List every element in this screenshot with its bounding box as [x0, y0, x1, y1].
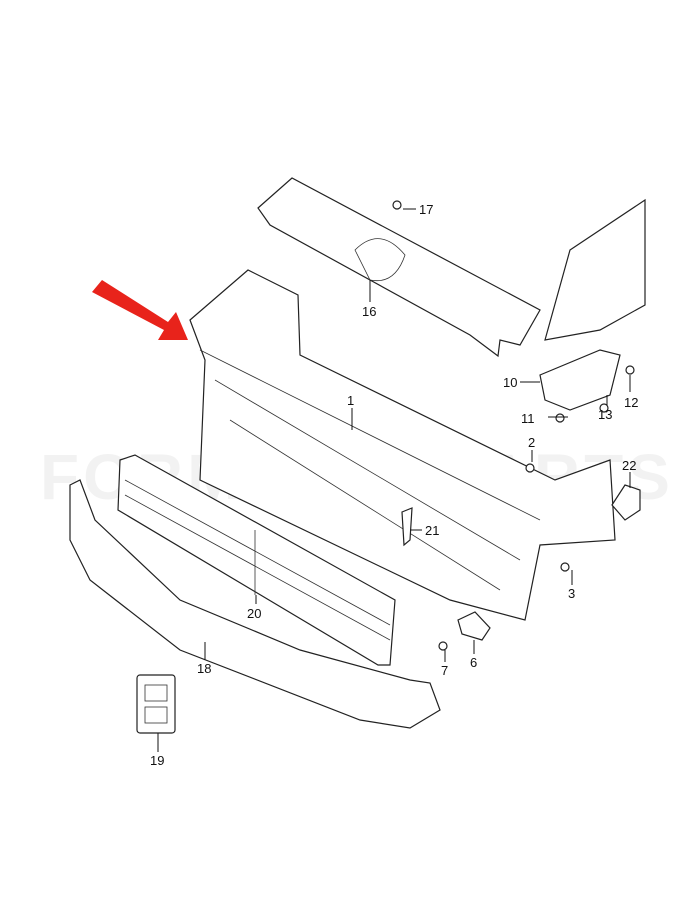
part-19-bracket — [136, 674, 176, 734]
part-21-clip — [401, 507, 413, 547]
callout-7: 7 — [441, 663, 449, 678]
callout-1: 1 — [347, 393, 355, 408]
part-22-bracket — [611, 484, 641, 521]
callout-21: 21 — [425, 523, 440, 538]
callout-20: 20 — [247, 606, 262, 621]
callout-11: 11 — [521, 411, 535, 426]
callout-13: 13 — [598, 407, 613, 422]
highlight-arrow — [92, 280, 188, 340]
part-headlight-outline — [544, 198, 646, 341]
callout-2: 2 — [528, 435, 536, 450]
part-20-air-shutter — [117, 454, 396, 666]
callout-19: 19 — [150, 753, 165, 768]
part-6-clip — [457, 611, 491, 641]
part-18-energy-absorber — [69, 479, 441, 729]
leader-lines — [157, 208, 631, 752]
callout-18: 18 — [197, 661, 212, 676]
callout-3: 3 — [568, 586, 576, 601]
part-10-bracket — [539, 349, 621, 411]
part-1-lock-carrier — [189, 269, 616, 621]
callout-22: 22 — [622, 458, 637, 473]
callout-10: 10 — [503, 375, 518, 390]
part-16-upper-cover — [257, 177, 541, 358]
fasteners — [392, 200, 635, 651]
callout-16: 16 — [362, 304, 377, 319]
callout-12: 12 — [624, 395, 639, 410]
callout-6: 6 — [470, 655, 478, 670]
callout-17: 17 — [419, 202, 434, 217]
